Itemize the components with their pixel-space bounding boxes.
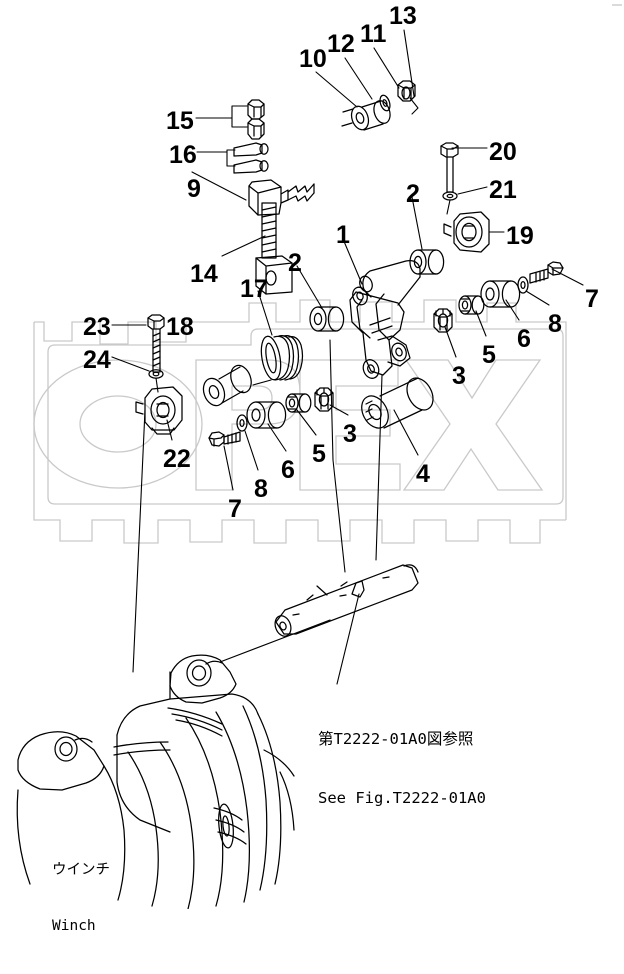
callout-23: 23: [83, 313, 111, 341]
callout-7-left: 7: [228, 495, 242, 523]
callout-9: 9: [187, 175, 201, 203]
part-7-left: [208, 431, 241, 447]
callout-18: 18: [166, 313, 194, 341]
part-3-left: [314, 387, 334, 412]
winch-assembly: [16, 654, 295, 909]
watermark-layer: [33, 4, 622, 544]
callout-2-right: 2: [406, 180, 420, 208]
callout-17: 17: [240, 275, 268, 303]
part-5-right: [458, 295, 485, 315]
callout-8-left: 8: [254, 475, 268, 503]
callout-11: 11: [360, 20, 387, 48]
reference-note-jp: 第T2222-01A0図参照: [318, 729, 474, 748]
callout-5-left: 5: [312, 440, 326, 468]
part-19: [443, 211, 490, 253]
reference-note-en: See Fig.T2222-01A0: [318, 789, 486, 808]
part-11: [379, 94, 391, 112]
parts-diagram-canvas: 10 12 11 13 15 16 9 14 20 21 19 2 1 2 17…: [16, 2, 622, 935]
callout-15: 15: [166, 107, 194, 135]
part-5-left: [285, 393, 312, 413]
part-23-bushing: [202, 364, 252, 407]
part-8-right: [517, 276, 529, 294]
part-3-right: [433, 308, 453, 333]
part-2-left: [309, 306, 345, 332]
part-8-left: [236, 414, 248, 432]
shaft-pin: [274, 564, 419, 637]
part-10: [341, 100, 391, 131]
callout-1: 1: [336, 221, 350, 249]
callout-3-left: 3: [343, 420, 357, 448]
part-21: [442, 191, 458, 201]
part-17: [260, 335, 304, 381]
callout-12: 12: [327, 30, 355, 58]
part-6-left: [246, 401, 287, 429]
part-16: [233, 142, 269, 174]
callout-20: 20: [489, 138, 517, 166]
callout-2-left: 2: [288, 249, 302, 277]
callout-19: 19: [506, 222, 534, 250]
callout-24: 24: [83, 346, 111, 374]
callout-5-right: 5: [482, 341, 496, 369]
callout-14: 14: [190, 260, 218, 288]
part-15: [247, 99, 265, 140]
reference-note: 第T2222-01A0図参照 See Fig.T2222-01A0: [318, 690, 486, 849]
winch-label-en: Winch: [52, 918, 96, 935]
callout-8-right: 8: [548, 310, 562, 338]
callout-7-right: 7: [585, 285, 599, 313]
winch-label: ウインチ Winch: [52, 823, 110, 974]
part-18: [147, 314, 165, 373]
part-24: [148, 369, 164, 379]
callout-6-left: 6: [281, 456, 295, 484]
part-20: [440, 142, 459, 193]
part-2-right: [409, 249, 445, 275]
part-6-right: [480, 280, 521, 308]
part-12-13: [397, 80, 416, 102]
callout-22: 22: [163, 445, 191, 473]
callout-4: 4: [416, 460, 430, 488]
part-9: [248, 179, 315, 216]
callout-3-right: 3: [452, 362, 466, 390]
callout-13: 13: [389, 2, 417, 30]
callout-16: 16: [169, 141, 197, 169]
part-22: [135, 386, 183, 435]
leader-lines: [111, 29, 584, 685]
lineart-layer: [16, 29, 584, 909]
callout-6-right: 6: [517, 325, 531, 353]
part-1-lever: [349, 260, 421, 379]
part-4: [361, 377, 434, 429]
callout-10: 10: [299, 45, 327, 73]
callout-21: 21: [489, 176, 517, 204]
part-14: [255, 202, 293, 295]
winch-label-jp: ウインチ: [52, 861, 110, 878]
